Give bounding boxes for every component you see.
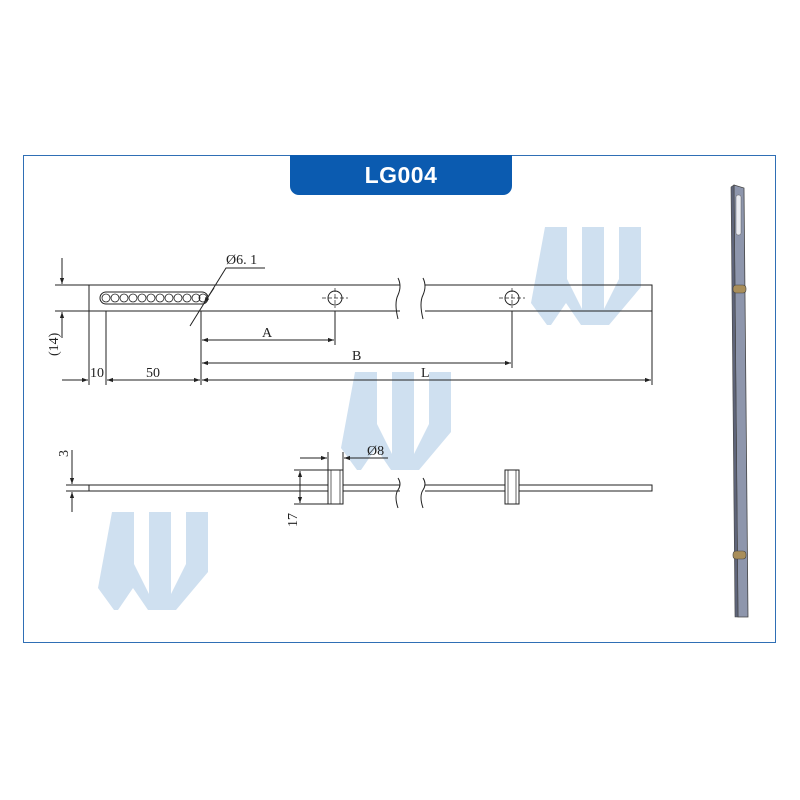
perspective-slot [735,194,742,236]
dim-50-label: 50 [146,366,160,381]
dim-l-label: L [421,366,430,381]
top-extension-lines [88,311,653,385]
perspective-pin-b [732,550,747,560]
top-break-mark [420,277,426,320]
top-view [55,258,653,385]
height-label: (14) [47,332,62,356]
height-extension-lines [55,284,89,312]
dim-10-label: 10 [90,366,104,381]
watermark-logos [98,227,641,610]
slot-holes [101,293,208,303]
top-bar-outline [88,284,653,312]
pin-diameter-extension [327,452,344,470]
thickness-label: 3 [57,450,72,457]
pin-height-label: 17 [286,513,301,527]
perspective-pins [732,284,747,560]
side-break-mark [395,477,401,509]
watermark-w-logo [341,372,451,470]
hole-diameter-leader [189,267,265,327]
thickness-extension-lines [66,484,89,492]
watermark-w-logo [98,512,208,610]
pin-b-detail [507,470,517,504]
hole-diameter-label: Ø6. 1 [226,253,257,268]
pin-height-extension [294,469,328,505]
title-tab: LG004 [290,155,512,195]
pin-a [327,469,344,505]
product-code-title: LG004 [364,161,438,188]
perspective-pin-a [732,284,747,294]
pin-b [504,469,520,505]
top-view-labels: Ø6. 1 (14) 10 50 A B L [47,253,430,381]
top-break-mark [395,277,401,320]
perspective-bar-view [730,184,749,618]
side-bar-outline [88,484,653,492]
side-view-labels: 3 Ø8 17 [57,444,384,527]
side-view [66,450,653,512]
dim-a-label: A [262,326,273,341]
pin-a-detail [330,470,341,504]
hole-centerlines [322,288,525,308]
side-break-mark [420,477,426,509]
pin-diameter-label: Ø8 [367,444,384,459]
bar-edge [730,184,739,618]
hole-diameter-leader-arrow [203,287,215,304]
watermark-w-logo [531,227,641,325]
dim-b-label: B [352,349,361,364]
